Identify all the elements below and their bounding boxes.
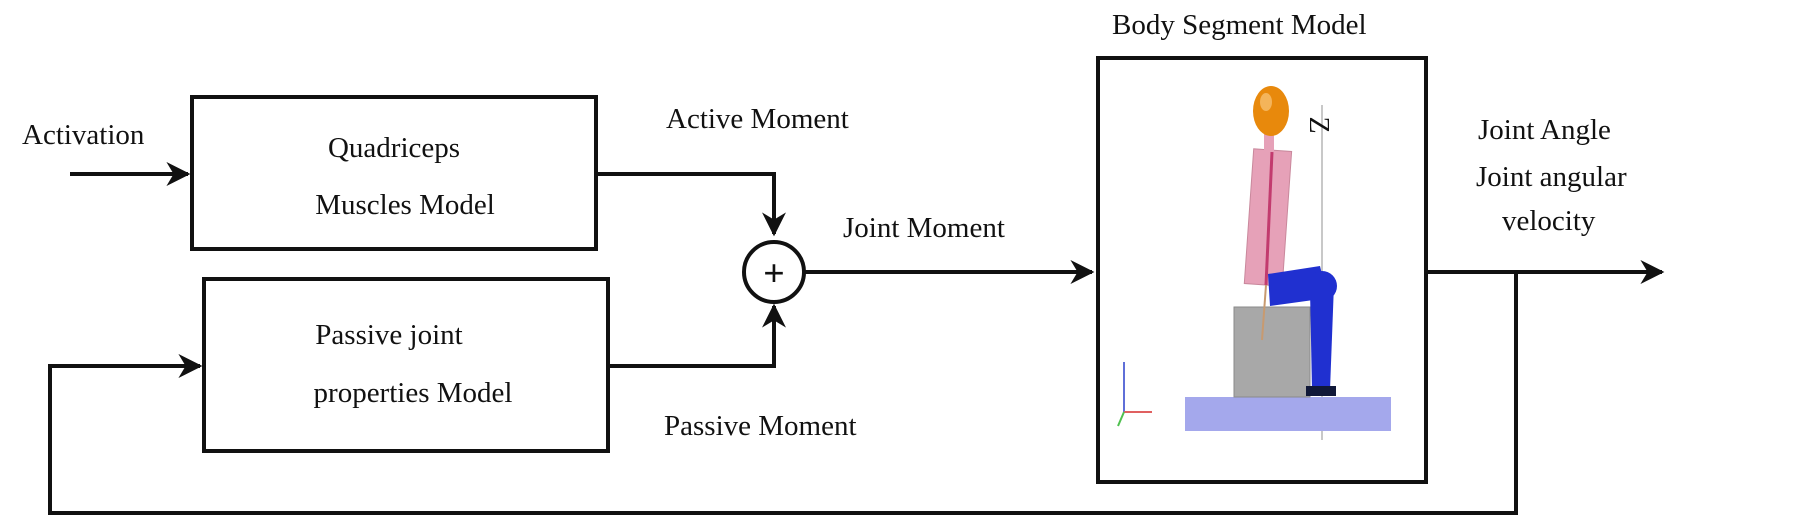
quadriceps-block-label-line2: Muscles Model — [315, 189, 495, 221]
body-segment-model-title: Body Segment Model — [1112, 9, 1367, 41]
feedback-loop-arrow — [48, 272, 1518, 515]
seat-box — [1233, 306, 1311, 398]
passive-moment-label: Passive Moment — [664, 410, 857, 442]
neck-segment — [1264, 134, 1274, 152]
active-moment-arrow — [596, 172, 786, 237]
output-label-line3: velocity — [1502, 205, 1596, 237]
output-label-line2: Joint angular — [1476, 161, 1627, 193]
joint-moment-label: Joint Moment — [843, 212, 1005, 244]
torso-stripe — [1264, 151, 1274, 286]
quadriceps-block-label-line1: Quadriceps — [328, 132, 460, 164]
z-axis-label: Z — [1303, 116, 1334, 133]
seated-figure-illustration: Z — [1117, 86, 1391, 440]
passive-joint-properties-model-block — [202, 277, 610, 453]
summing-plus-symbol: + — [763, 253, 785, 295]
passive-block-label-line2: properties Model — [314, 377, 513, 409]
floor-plate — [1185, 397, 1391, 431]
output-label-line1: Joint Angle — [1478, 114, 1611, 146]
foot-segment — [1306, 386, 1336, 396]
trunk-line-through-seat — [1261, 284, 1267, 341]
passive-block-label-line1: Passive joint — [315, 319, 462, 351]
head — [1253, 86, 1289, 136]
head-highlight — [1260, 93, 1272, 111]
passive-moment-arrow — [608, 303, 786, 368]
active-moment-label: Active Moment — [666, 103, 849, 135]
quadriceps-muscles-model-block — [190, 95, 598, 251]
activation-label: Activation — [22, 119, 145, 151]
shank-segment — [1310, 284, 1334, 390]
coordinate-z-axis — [1117, 411, 1125, 427]
